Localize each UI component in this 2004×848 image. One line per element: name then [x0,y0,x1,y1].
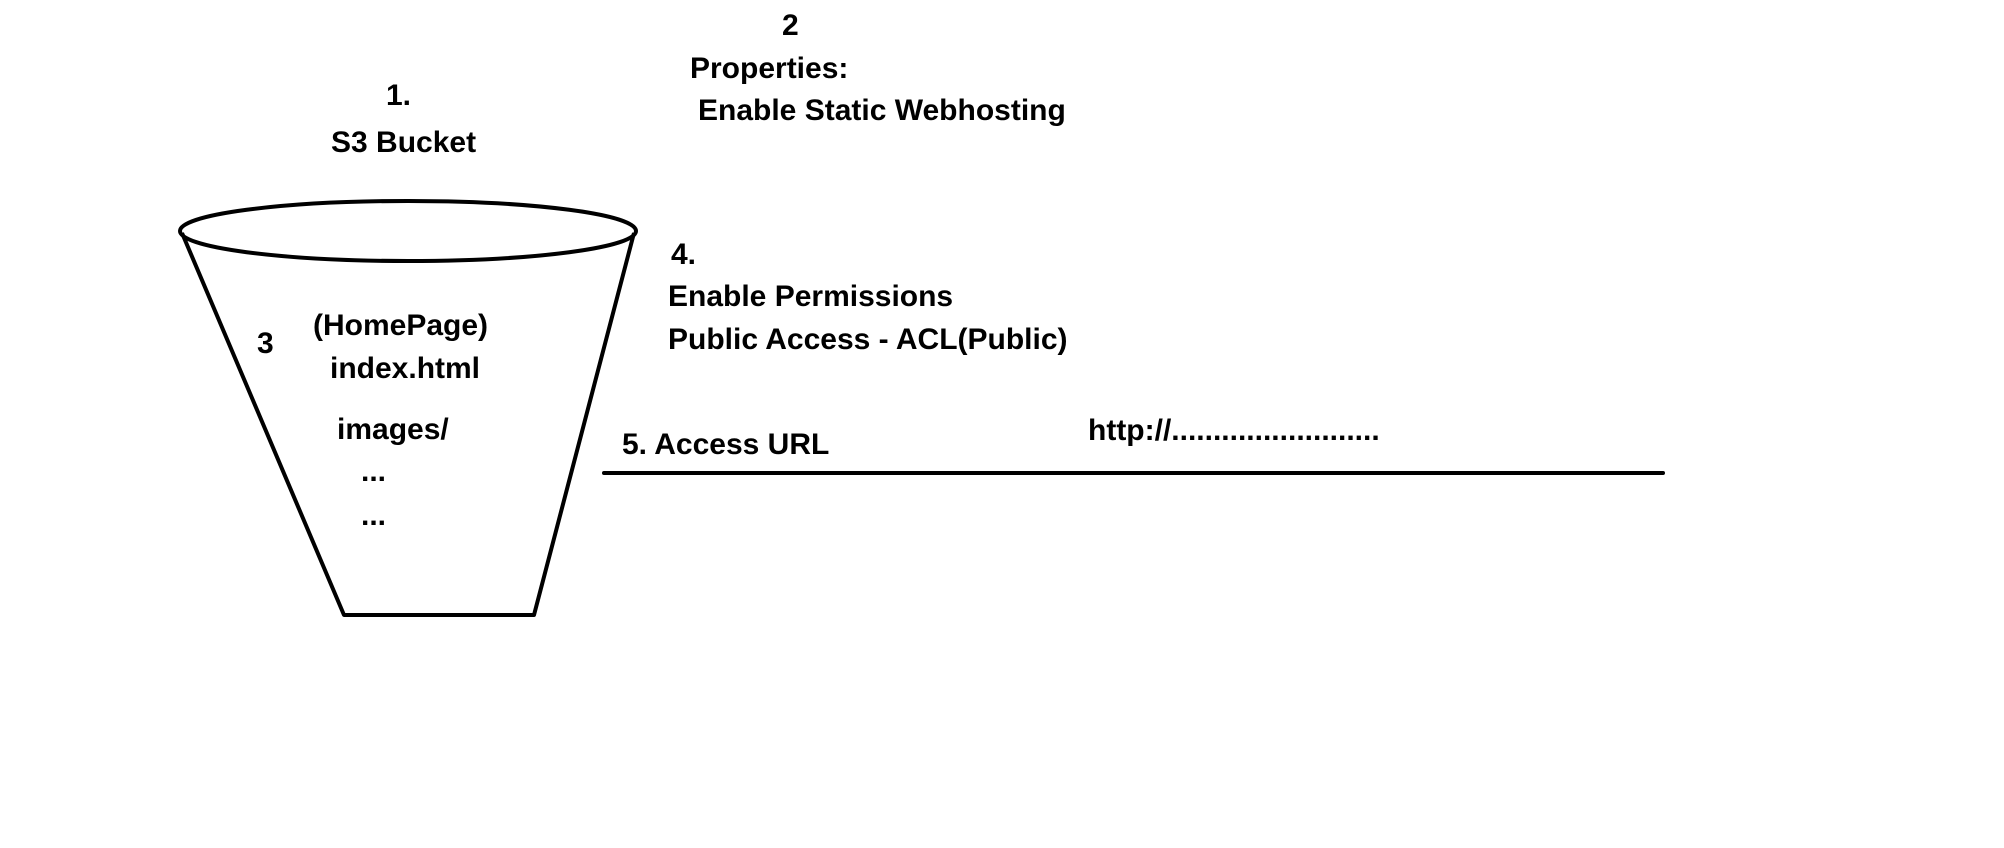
step3-homepage: (HomePage) [313,309,489,342]
step4-number: 4. [671,238,697,271]
bucket-rim [178,199,638,263]
step2-detail: Enable Static Webhosting [698,94,1066,127]
step3-number: 3 [257,327,274,360]
step4-detail: Public Access - ACL(Public) [668,323,1068,356]
step3-file: index.html [330,352,481,385]
step2-number: 2 [782,9,799,42]
bucket-body [180,232,636,617]
step1-label: S3 Bucket [331,126,477,159]
step5-label: 5. Access URL [622,428,830,461]
step3-folder: images/ [337,413,449,446]
step2-label: Properties: [690,52,849,85]
step3-more-2: ... [361,499,387,532]
step1-number: 1. [386,79,412,112]
step4-label: Enable Permissions [668,280,954,313]
step3-more-1: ... [361,455,387,488]
step5-url: http://......................... [1088,414,1380,447]
